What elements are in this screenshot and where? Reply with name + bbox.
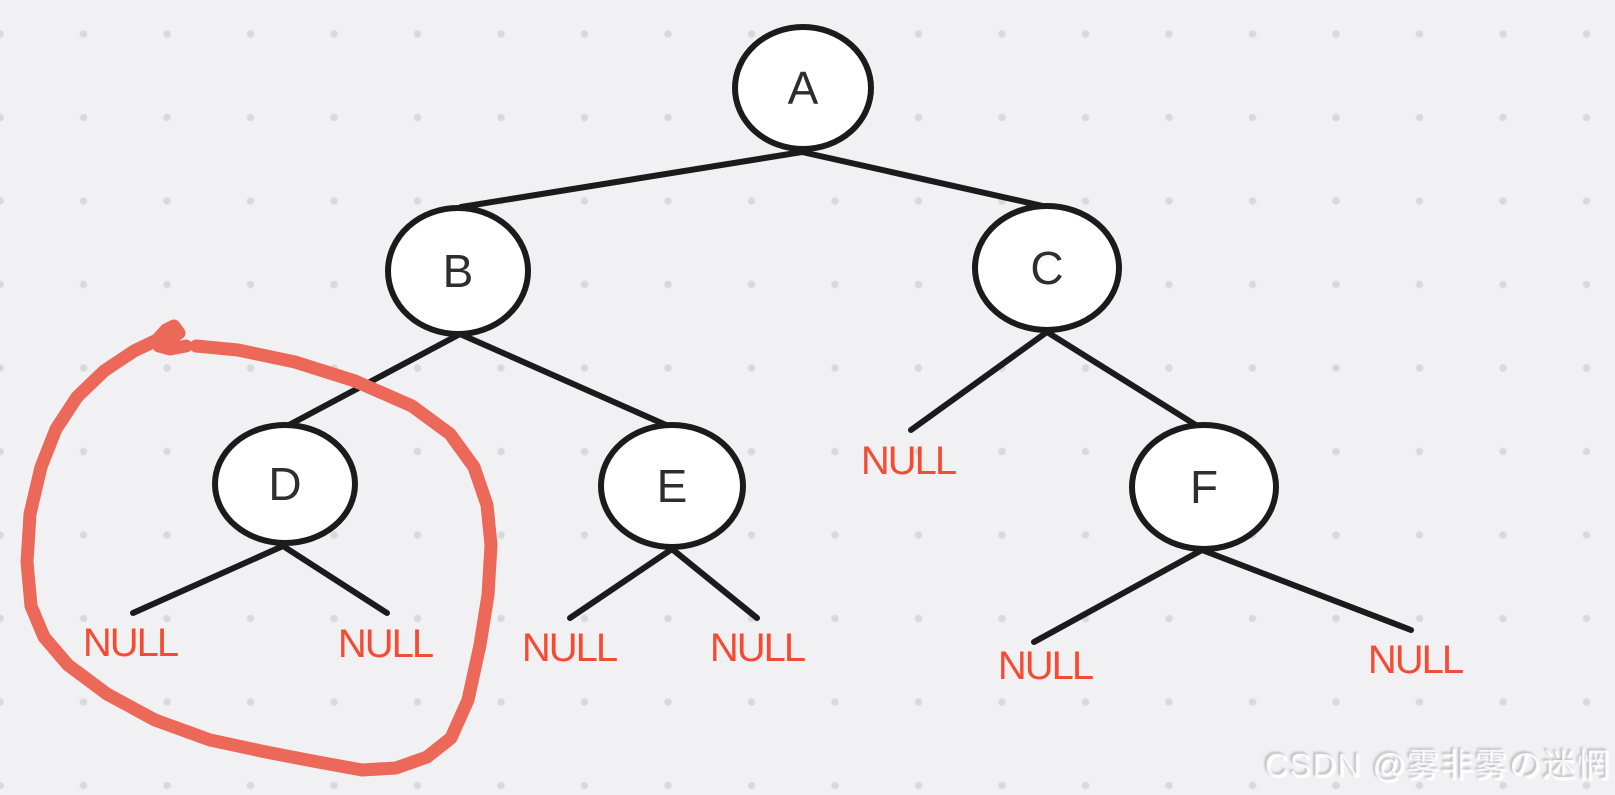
edge-a-b: [458, 149, 805, 210]
node-F-circle: [1129, 422, 1279, 552]
node-D: D: [212, 422, 358, 546]
edge-c-null-left: [908, 329, 1050, 433]
null-label-f-left: NULL: [998, 644, 1093, 688]
tree-edges: [130, 149, 1414, 645]
node-A: A: [732, 24, 874, 152]
null-label-d-left: NULL: [83, 621, 178, 665]
edge-f-null-left: [1031, 547, 1205, 645]
node-A-circle: [732, 24, 874, 152]
edge-d-null-left: [130, 543, 286, 616]
node-C-circle: [972, 203, 1122, 333]
node-B-label: B: [443, 245, 474, 297]
null-label-c-left: NULL: [861, 439, 956, 483]
node-E-circle: [598, 422, 746, 550]
node-D-label: D: [268, 458, 301, 510]
node-C-label: C: [1030, 242, 1063, 294]
node-F-label: F: [1190, 461, 1218, 513]
edge-c-f: [1044, 329, 1202, 430]
node-F: F: [1129, 422, 1279, 552]
edge-e-null-left: [567, 546, 675, 621]
node-D-circle: [212, 422, 358, 546]
null-leaf-labels: NULL NULL NULL NULL NULL NULL NULL: [83, 439, 1465, 688]
node-B: B: [385, 205, 531, 337]
node-E-label: E: [657, 460, 688, 512]
node-A-label: A: [788, 62, 819, 114]
edge-e-null-right: [669, 546, 760, 621]
edge-f-null-right: [1199, 547, 1414, 633]
node-C: C: [972, 203, 1122, 333]
csdn-watermark: CSDN @雾非雾の迷惘: [1264, 747, 1611, 784]
edge-b-e: [457, 331, 669, 428]
node-E: E: [598, 422, 746, 550]
null-label-e-right: NULL: [710, 626, 805, 670]
null-label-e-left: NULL: [522, 626, 617, 670]
edge-d-null-right: [280, 543, 390, 616]
null-label-d-right: NULL: [338, 622, 433, 666]
node-B-circle: [385, 205, 531, 337]
edge-a-c: [799, 149, 1046, 209]
hand-drawn-highlight-circle: [20, 319, 498, 777]
null-label-f-right: NULL: [1368, 638, 1463, 682]
edge-b-d: [286, 331, 463, 428]
